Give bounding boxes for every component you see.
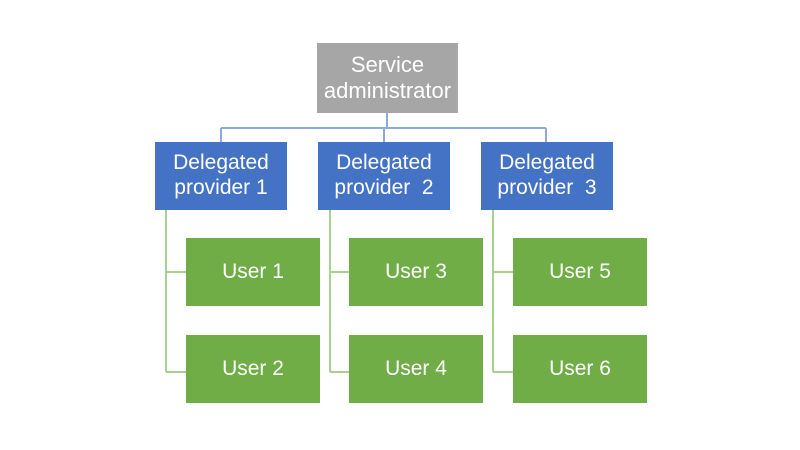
- node-delegated-provider-1-label: Delegated provider 1: [173, 151, 269, 199]
- node-delegated-provider-3-label: Delegated provider 3: [497, 151, 597, 199]
- node-user-4-label: User 4: [385, 356, 447, 380]
- node-user-5[interactable]: User 5: [513, 238, 647, 306]
- node-user-1-label: User 1: [222, 259, 284, 283]
- node-user-2-label: User 2: [222, 356, 284, 380]
- node-user-1[interactable]: User 1: [186, 238, 320, 306]
- node-user-4[interactable]: User 4: [349, 335, 483, 403]
- node-user-3[interactable]: User 3: [349, 238, 483, 306]
- node-delegated-provider-2-label: Delegated provider 2: [334, 151, 434, 199]
- node-user-6[interactable]: User 6: [513, 335, 647, 403]
- node-service-administrator[interactable]: Service administrator: [317, 43, 458, 113]
- node-delegated-provider-2[interactable]: Delegated provider 2: [318, 142, 450, 210]
- node-service-administrator-label: Service administrator: [323, 52, 452, 103]
- node-user-2[interactable]: User 2: [186, 335, 320, 403]
- node-delegated-provider-3[interactable]: Delegated provider 3: [481, 142, 613, 210]
- node-delegated-provider-1[interactable]: Delegated provider 1: [155, 142, 287, 210]
- node-user-6-label: User 6: [549, 356, 611, 380]
- node-user-5-label: User 5: [549, 259, 611, 283]
- node-user-3-label: User 3: [385, 259, 447, 283]
